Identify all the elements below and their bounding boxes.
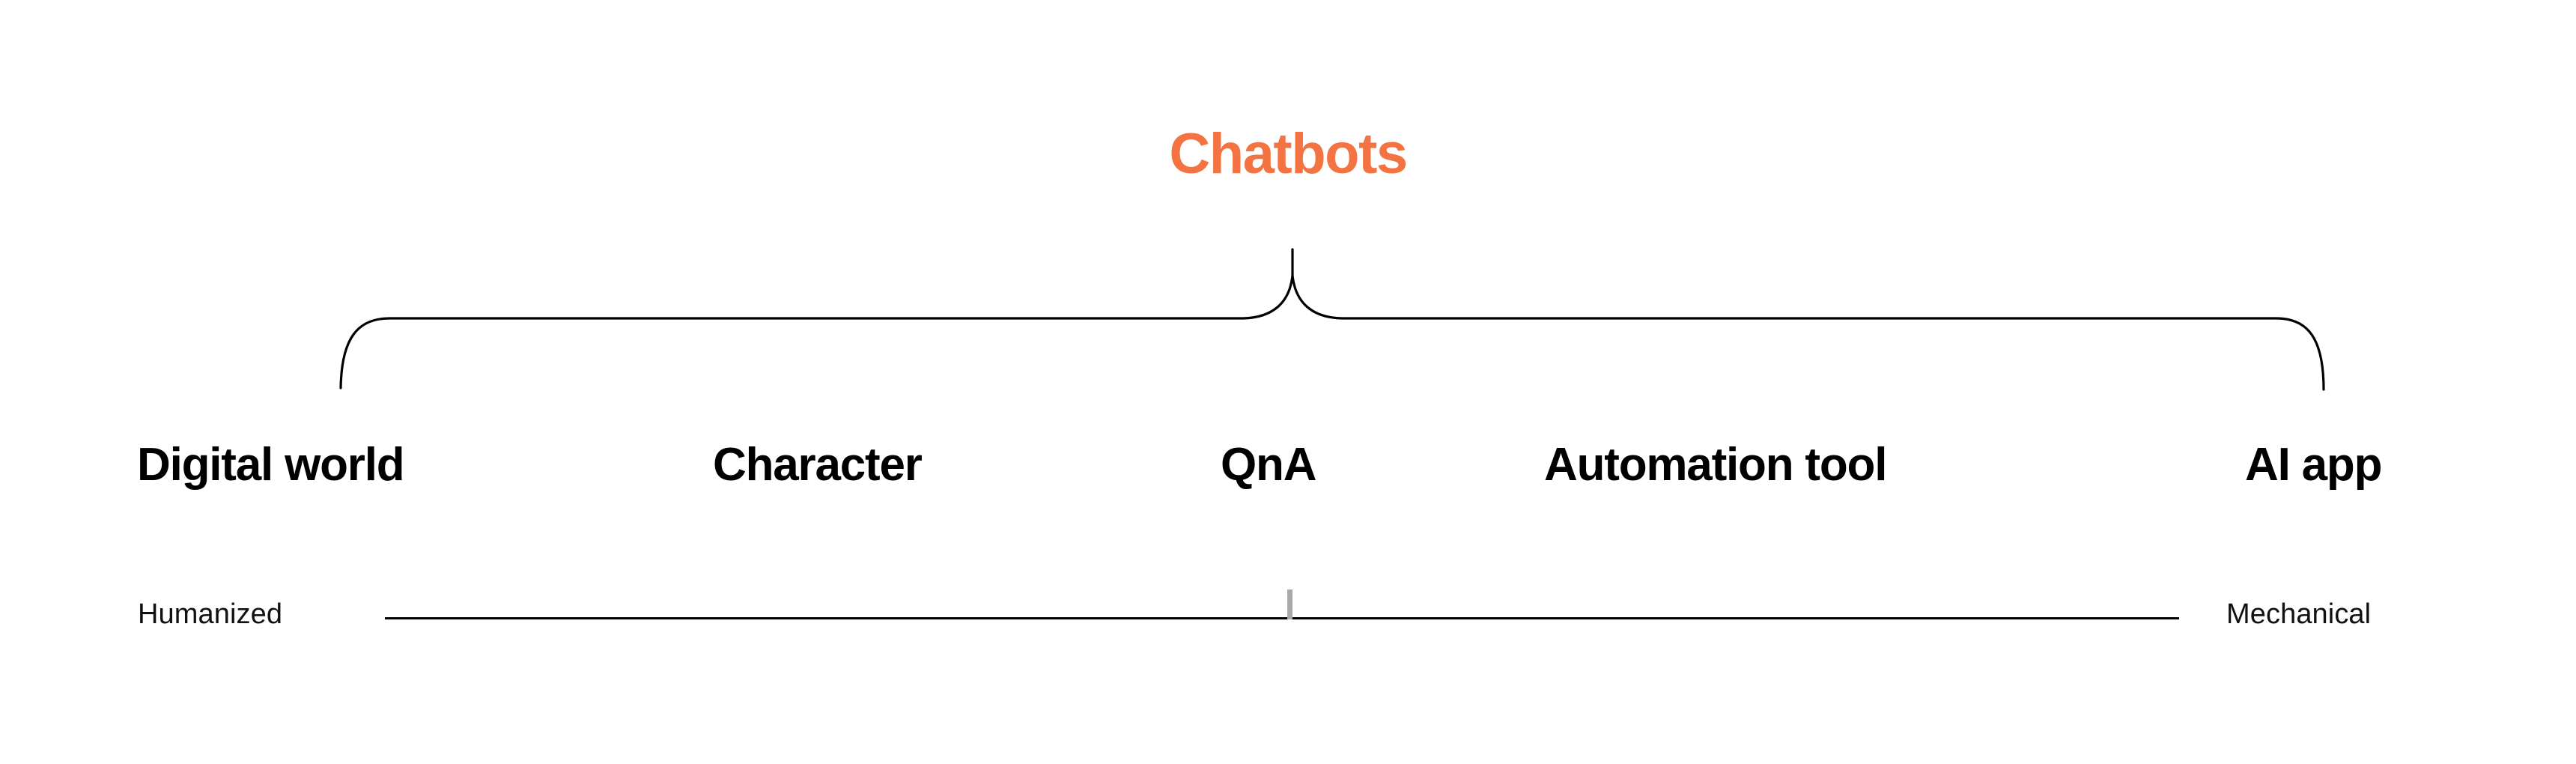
- scale-label-humanized: Humanized: [138, 598, 283, 630]
- spectrum-scale: Humanized Mechanical: [0, 569, 2576, 652]
- category-row: Digital world Character QnA Automation t…: [0, 439, 2576, 506]
- category-label-ai-app: AI app: [2245, 439, 2382, 491]
- category-label-automation-tool: Automation tool: [1544, 439, 1887, 491]
- category-label-character: Character: [713, 439, 923, 491]
- scale-label-mechanical: Mechanical: [2226, 598, 2372, 630]
- category-label-qna: QnA: [1221, 439, 1316, 491]
- scale-axis-line: [385, 617, 2179, 619]
- category-label-digital-world: Digital world: [137, 439, 405, 491]
- page-title: Chatbots: [1169, 122, 1408, 186]
- scale-midpoint-tick: [1287, 589, 1292, 619]
